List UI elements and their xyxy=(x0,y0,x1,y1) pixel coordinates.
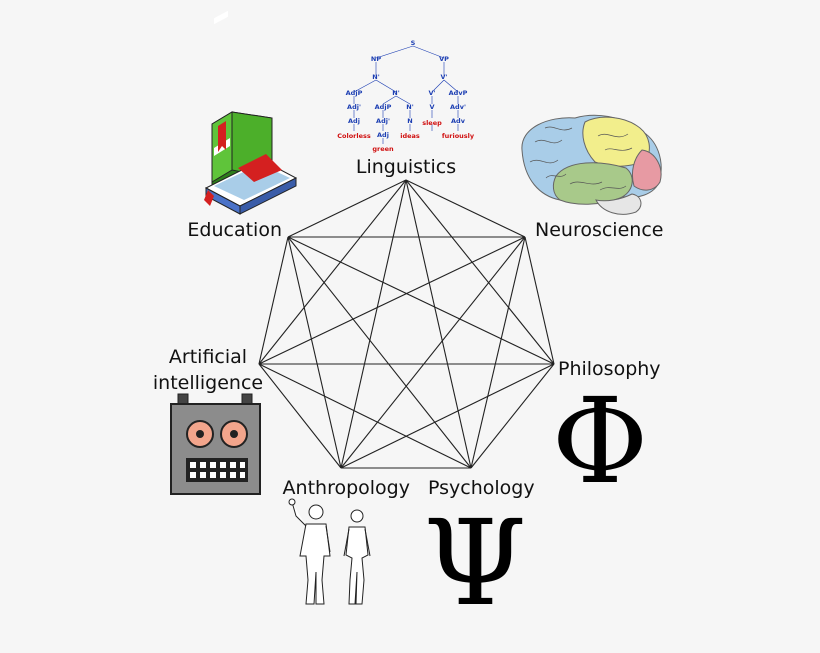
tree-leaf: furiously xyxy=(442,132,475,140)
tree-node: N' xyxy=(372,73,379,81)
tree-node: Adj xyxy=(377,131,389,139)
label-ai-line1: Artificial xyxy=(169,346,247,368)
tree-node: AdvP xyxy=(449,89,468,97)
tree-node: Adv xyxy=(451,117,466,125)
edge-line xyxy=(287,236,555,365)
edge-line xyxy=(287,236,472,469)
label-education: Education xyxy=(187,219,282,241)
tree-node: NP xyxy=(371,55,381,63)
tree-node: AdjP xyxy=(375,103,392,111)
tree-node: V' xyxy=(428,89,435,97)
phi-symbol-icon: Φ xyxy=(552,372,649,510)
human-figures-icon xyxy=(288,498,371,605)
edge-line xyxy=(470,363,555,469)
psi-symbol-icon: Ψ xyxy=(423,494,526,632)
tree-leaf: sleep xyxy=(422,119,442,127)
books-icon xyxy=(204,10,298,215)
edge-line xyxy=(405,179,472,469)
tree-node: VP xyxy=(439,55,449,63)
edge-line xyxy=(258,236,526,365)
tree-node: S xyxy=(411,39,416,47)
edge-line xyxy=(258,236,289,365)
edge-line xyxy=(258,363,342,469)
edge-line xyxy=(405,179,526,238)
heptagon-edges xyxy=(258,179,555,469)
tree-node: Adj' xyxy=(347,103,361,111)
tree-node: N' xyxy=(406,103,413,111)
tree-node: Adv' xyxy=(450,103,466,111)
edge-line xyxy=(258,363,472,469)
tree-node: N xyxy=(407,117,412,125)
tree-leaf: green xyxy=(372,145,394,153)
tree-node: AdjP xyxy=(346,89,363,97)
edge-line xyxy=(340,179,407,469)
tree-node: N' xyxy=(392,89,399,97)
label-anthropology: Anthropology xyxy=(283,477,410,499)
tree-node: Adj' xyxy=(376,117,390,125)
tree-node: V' xyxy=(440,73,447,81)
edge-line xyxy=(287,236,342,469)
edge-line xyxy=(470,236,526,469)
edge-line xyxy=(405,179,555,365)
label-ai-line2: intelligence xyxy=(153,372,263,394)
tree-node: Adj xyxy=(348,117,360,125)
label-linguistics: Linguistics xyxy=(356,156,456,178)
tree-node: V xyxy=(429,103,434,111)
tree-leaf: Colorless xyxy=(337,132,371,140)
edge-line xyxy=(524,236,555,365)
edge-line xyxy=(340,363,555,469)
brain-icon xyxy=(521,114,662,215)
label-philosophy: Philosophy xyxy=(558,358,661,380)
edge-line xyxy=(258,179,407,365)
syntax-tree-icon: S NP VP N' V' AdjP N' V' AdvP Adj' AdjP … xyxy=(337,39,475,153)
label-neuroscience: Neuroscience xyxy=(535,219,663,241)
edge-line xyxy=(340,236,526,469)
edge-line xyxy=(287,179,407,238)
label-psychology: Psychology xyxy=(428,477,535,499)
tree-leaf: ideas xyxy=(400,132,420,140)
robot-icon xyxy=(170,393,261,495)
